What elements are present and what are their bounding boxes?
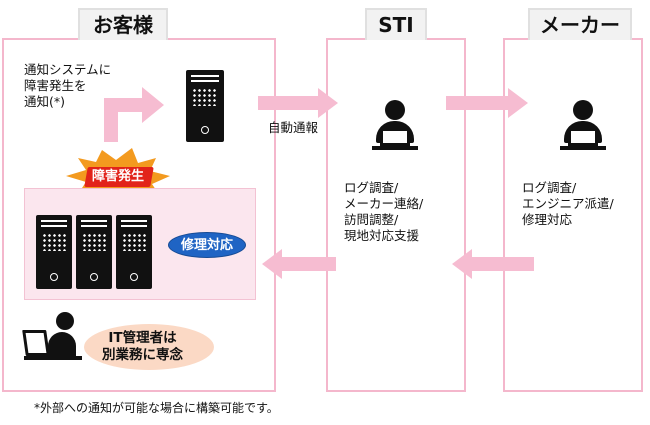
maker-to-sti-arrow <box>452 249 534 279</box>
sti-header: STI <box>365 8 427 40</box>
auto-report-label: 自動通報 <box>268 120 319 135</box>
customer-header: お客様 <box>78 8 168 40</box>
server-icon-2 <box>76 215 112 289</box>
maker-tasks: ログ調査/ エンジニア派遣/ 修理対応 <box>522 180 614 227</box>
incident-label: 障害発生 <box>92 169 145 184</box>
server-icon-3 <box>116 215 152 289</box>
footnote: *外部への通知が可能な場合に構築可能です。 <box>34 401 279 415</box>
sti-panel <box>326 38 466 392</box>
sti-to-maker-arrow <box>446 88 528 118</box>
it-admin-icon <box>22 312 82 368</box>
sti-to-customer-arrow <box>262 249 336 279</box>
maker-header: メーカー <box>528 8 632 40</box>
sti-person-icon <box>372 100 418 150</box>
notify-server-icon <box>186 70 224 142</box>
server-icon-1 <box>36 215 72 289</box>
notify-arrow <box>104 87 164 142</box>
repair-badge: 修理対応 <box>168 232 246 258</box>
it-admin-label: IT管理者は 別業務に専念 <box>102 330 183 363</box>
notify-text: 通知システムに 障害発生を 通知(*) <box>24 62 112 109</box>
maker-person-icon <box>560 100 606 150</box>
sti-tasks: ログ調査/ メーカー連絡/ 訪問調整/ 現地対応支援 <box>344 180 424 243</box>
customer-to-sti-arrow <box>258 88 338 118</box>
maker-panel <box>503 38 643 392</box>
it-admin-bubble <box>84 324 214 370</box>
